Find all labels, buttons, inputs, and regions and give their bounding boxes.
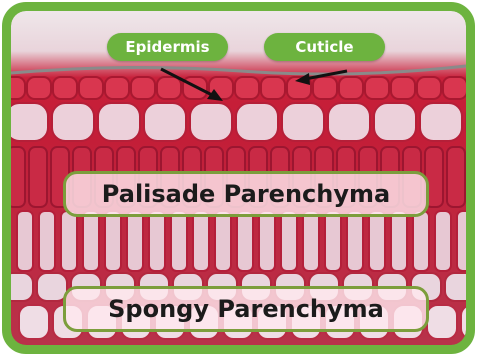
cell	[27, 77, 51, 99]
cell	[61, 211, 77, 271]
cell	[157, 77, 181, 99]
cuticle-label: Cuticle	[264, 33, 385, 61]
cell	[303, 211, 319, 271]
cell	[325, 211, 341, 271]
cell	[11, 147, 25, 207]
cell	[369, 211, 385, 271]
cell	[313, 77, 337, 99]
cell	[282, 103, 324, 141]
cell	[235, 77, 259, 99]
cell	[261, 77, 285, 99]
cell	[281, 211, 297, 271]
cell	[79, 77, 103, 99]
cell	[445, 273, 466, 301]
cell	[443, 77, 466, 99]
cell	[457, 211, 466, 271]
cell	[29, 147, 47, 207]
cell	[52, 103, 94, 141]
cell	[427, 305, 457, 339]
cell	[374, 103, 416, 141]
cell	[365, 77, 389, 99]
cell	[105, 211, 121, 271]
cell	[420, 103, 462, 141]
cell	[11, 77, 25, 99]
cell	[127, 211, 143, 271]
cell	[417, 77, 441, 99]
cell	[328, 103, 370, 141]
cell	[11, 273, 33, 301]
cell	[19, 305, 49, 339]
cell	[447, 147, 465, 207]
cell	[83, 211, 99, 271]
palisade-parenchyma-label: Palisade Parenchyma	[63, 171, 429, 217]
cell	[215, 211, 231, 271]
cell	[347, 211, 363, 271]
cell	[144, 103, 186, 141]
cell	[461, 305, 466, 339]
cell	[171, 211, 187, 271]
cell	[193, 211, 209, 271]
cell	[98, 103, 140, 141]
cell	[391, 77, 415, 99]
cell	[17, 211, 33, 271]
cell	[435, 211, 451, 271]
cell	[39, 211, 55, 271]
cell	[131, 77, 155, 99]
cell	[11, 103, 48, 141]
cell	[53, 77, 77, 99]
cell	[105, 77, 129, 99]
spongy-parenchyma-label: Spongy Parenchyma	[63, 286, 429, 332]
cell	[413, 211, 429, 271]
cell	[339, 77, 363, 99]
cell	[259, 211, 275, 271]
cell	[149, 211, 165, 271]
cell	[391, 211, 407, 271]
epidermis-label: Epidermis	[107, 33, 228, 61]
cell	[237, 211, 253, 271]
cell	[190, 103, 232, 141]
cell	[236, 103, 278, 141]
